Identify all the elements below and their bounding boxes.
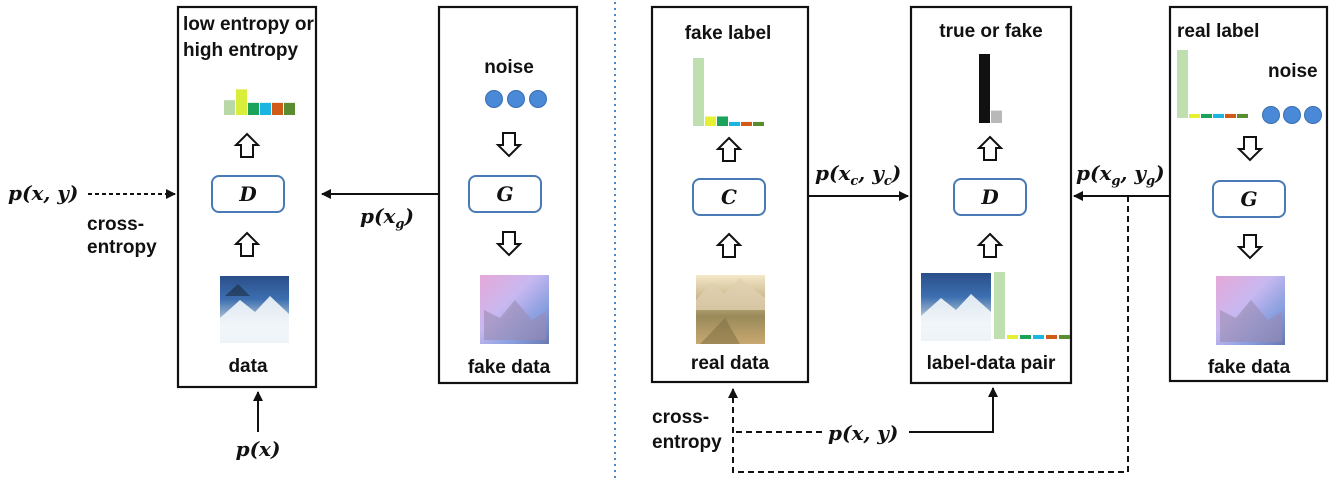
right-cross-entropy-line1: cross- [652, 407, 709, 428]
up-arrow-icon [233, 132, 261, 158]
right-d-node-label: D [980, 185, 999, 209]
bar-mark [284, 102, 295, 115]
right-d-input-image [921, 273, 991, 341]
left-d-input-image [220, 276, 289, 343]
left-d-input-label: data [228, 356, 268, 377]
bar-mark [1213, 113, 1224, 118]
right-g-output-image [1216, 276, 1285, 345]
right-d-node [953, 178, 1027, 216]
noise-dot-icon [485, 90, 503, 108]
left-d-output-bars [224, 89, 295, 115]
noise-dot-icon [1283, 106, 1301, 124]
noise-dot-icon [507, 90, 525, 108]
left-generator-box: noise G fake data [437, 5, 579, 385]
noise-dot-icon [1262, 106, 1280, 124]
down-arrow-icon [495, 132, 523, 158]
left-g-output-image [480, 275, 549, 344]
left-g-output-label: fake data [468, 357, 551, 378]
label-data-pair-bars [994, 272, 1070, 339]
bar-mark [717, 116, 728, 126]
up-arrow-icon [715, 136, 743, 162]
pxc-yc-label: p(xc, yc) [815, 161, 901, 189]
bar-mark [1007, 334, 1018, 339]
bar-mark [224, 100, 235, 115]
down-arrow-icon [1236, 234, 1264, 260]
bar-mark [248, 102, 259, 115]
bar-mark [1237, 113, 1248, 118]
bar-mark [1046, 334, 1057, 339]
bar-mark [1033, 334, 1044, 339]
right-d-output-bars [979, 54, 1002, 123]
right-g-label-bars [1177, 50, 1248, 118]
bar-mark [1059, 334, 1070, 339]
right-d-title: true or fake [939, 21, 1042, 42]
gen-to-c-dashed-edge [728, 196, 1129, 473]
right-g-node [1212, 180, 1286, 218]
left-px-label: p(x) [236, 437, 281, 461]
up-arrow-icon [976, 232, 1004, 258]
bar-mark [1189, 113, 1200, 118]
up-arrow-icon [715, 232, 743, 258]
right-g-subtitle: noise [1268, 61, 1318, 82]
bar-mark [1225, 113, 1236, 118]
bar-mark [236, 89, 247, 115]
down-arrow-icon [1236, 136, 1264, 162]
left-cross-entropy-line2: entropy [87, 237, 157, 258]
left-pxg-label: p(xg) [360, 204, 414, 232]
bar-mark [741, 121, 752, 126]
pxy-to-d-edge [909, 387, 998, 433]
c-node [692, 178, 766, 216]
bar-mark [272, 102, 283, 115]
right-generator-box: real label noise G fake data [1168, 5, 1329, 383]
bar-mark [1020, 334, 1031, 339]
right-cross-entropy-line2: entropy [652, 432, 722, 453]
up-arrow-icon [976, 135, 1004, 161]
left-d-node-label: D [238, 182, 257, 206]
c-output-bars [693, 58, 764, 126]
c-title: fake label [685, 23, 772, 44]
left-discriminator-box: low entropy or high entropy D data [176, 5, 318, 389]
bar-mark [994, 272, 1005, 339]
left-pxy-label: p(x, y) [8, 181, 78, 205]
noise-dot-icon [1304, 106, 1322, 124]
down-arrow-icon [495, 231, 523, 257]
classifier-box: fake label C real data [650, 5, 810, 384]
c-node-label: C [721, 185, 737, 209]
bar-mark [1177, 50, 1188, 118]
left-d-title-line1: low entropy or [183, 14, 315, 35]
right-discriminator-box: true or fake D label-data pair [909, 5, 1073, 385]
left-cross-entropy-line1: cross- [87, 214, 144, 235]
bar-mark [979, 54, 990, 123]
bar-mark [693, 58, 704, 126]
pxg-yg-label: p(xg, yg) [1076, 161, 1165, 189]
noise-dot-icon [529, 90, 547, 108]
c-input-label: real data [691, 353, 770, 374]
c-input-image [696, 275, 765, 344]
bar-mark [991, 110, 1002, 123]
left-g-node-label: G [496, 182, 513, 206]
right-g-node-label: G [1240, 187, 1257, 211]
left-g-title: noise [484, 57, 534, 78]
right-g-title: real label [1177, 21, 1259, 42]
bar-mark [753, 121, 764, 126]
bar-mark [1201, 113, 1212, 118]
right-d-input-label: label-data pair [927, 353, 1056, 374]
right-g-output-label: fake data [1208, 357, 1291, 378]
up-arrow-icon [233, 231, 261, 257]
right-pxy-label: p(x, y) [828, 421, 898, 445]
left-d-title-line2: high entropy [183, 40, 298, 61]
bar-mark [705, 116, 716, 126]
left-g-node [468, 175, 542, 213]
bar-mark [729, 121, 740, 126]
bar-mark [260, 102, 271, 115]
left-d-node [211, 175, 285, 213]
